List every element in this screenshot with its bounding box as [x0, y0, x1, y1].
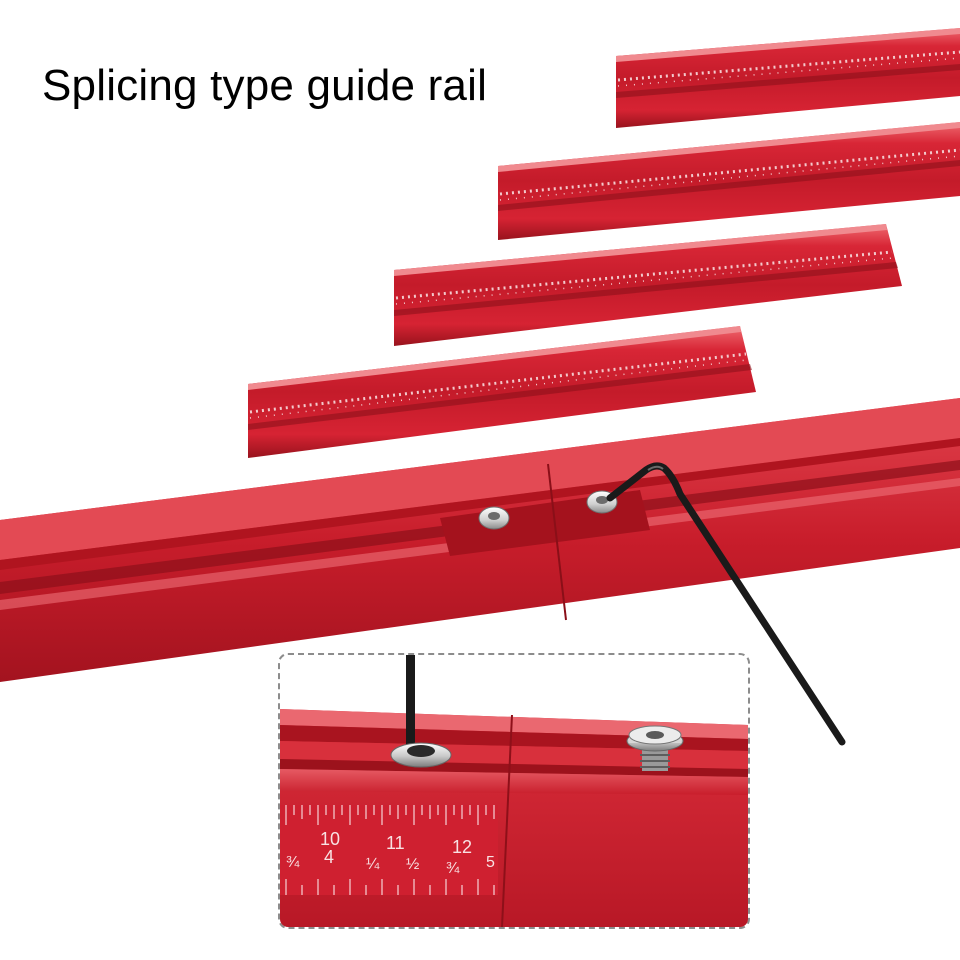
scale-cm-mark-6: 5 [486, 854, 495, 871]
scale-cm-mark-2: 4 [324, 847, 334, 867]
scale-cm-mark-1: ¾ [286, 854, 300, 871]
scale-cm-mark-3: ¼ [366, 856, 380, 873]
inset-screw-left [390, 742, 452, 768]
scale-inch-number-12: 12 [452, 837, 472, 857]
inset-screw-right [626, 725, 684, 771]
guide-rail-segment-2 [498, 122, 960, 240]
connector-screw-left [478, 506, 510, 530]
guide-rail-segment-1 [616, 28, 960, 128]
zoom-inset: 10 11 12 ¾ 4 ¼ ½ ¾ 5 [278, 653, 750, 929]
scale-cm-mark-5: ¾ [446, 860, 460, 877]
inset-hex-key-icon [406, 655, 415, 755]
scale-inch-number-10: 10 [320, 829, 340, 849]
scale-cm-mark-4: ½ [406, 856, 419, 873]
spliced-rail-assembly [0, 398, 960, 682]
guide-rail-segment-4 [248, 326, 756, 458]
scale-inch-number-11: 11 [386, 833, 405, 853]
headline: Splicing type guide rail [42, 61, 488, 110]
inset-closeup: 10 11 12 ¾ 4 ¼ ½ ¾ 5 [280, 655, 748, 927]
guide-rail-segment-3 [394, 224, 902, 346]
